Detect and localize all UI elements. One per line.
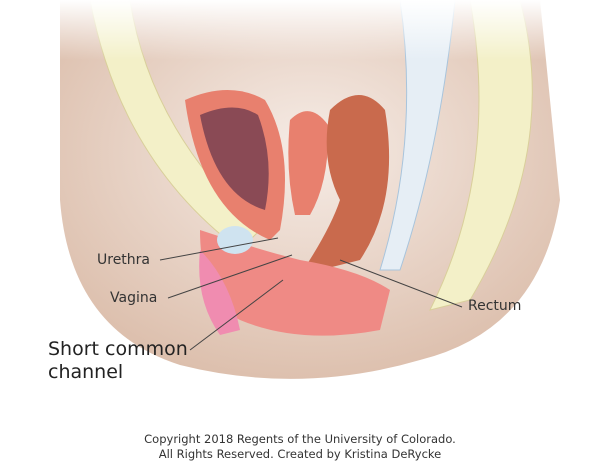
- pelvic-bone-back: [429, 0, 533, 311]
- label-line-1: Short common: [48, 338, 188, 360]
- copyright: Copyright 2018 Regents of the University…: [0, 432, 600, 462]
- rectum-leader: [339, 259, 463, 308]
- channel-leader: [189, 279, 284, 351]
- uterus: [288, 111, 329, 215]
- pubic-symphysis: [217, 226, 253, 254]
- pelvic-floor: [200, 230, 390, 336]
- urethra-leader: [159, 237, 279, 261]
- label-vagina: Vagina: [110, 290, 158, 306]
- genital-area: [199, 250, 240, 335]
- label-rectum: Rectum: [468, 298, 522, 314]
- label-urethra: Urethra: [97, 252, 151, 268]
- label-short-common-channel: Short common channel: [48, 338, 188, 384]
- copyright-line-2: All Rights Reserved. Created by Kristina…: [158, 447, 442, 461]
- bladder-inner: [200, 107, 269, 210]
- label-line-2: channel: [48, 361, 124, 383]
- vagina-leader: [167, 254, 293, 299]
- sacrum: [379, 0, 456, 271]
- copyright-line-1: Copyright 2018 Regents of the University…: [144, 432, 456, 446]
- rectum: [300, 95, 390, 275]
